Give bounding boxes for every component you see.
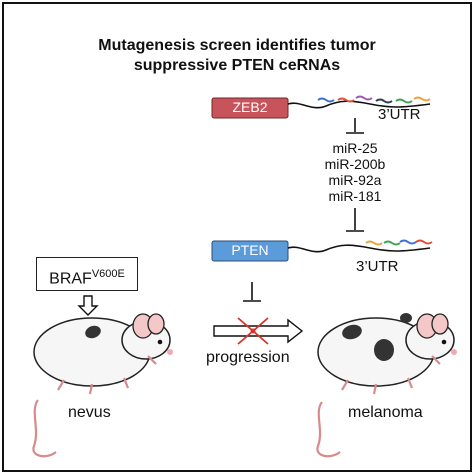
braf-down-arrow xyxy=(77,295,99,316)
graphical-abstract-title-line2: suppressive PTEN ceRNAs xyxy=(133,57,341,74)
zeb2-gene-box xyxy=(211,97,289,119)
zeb2-transcript-line xyxy=(287,100,431,109)
zeb2-gene-label: ZEB2 xyxy=(232,99,268,115)
progression-label: progression xyxy=(206,349,290,366)
zeb2-bound-mirnas xyxy=(317,95,431,104)
mirna-inhibits-pten-arrow xyxy=(346,208,364,232)
melanoma-mouse-icon xyxy=(316,313,457,458)
mirna-2-label: miR-92a xyxy=(328,172,382,188)
nevus-mouse-icon xyxy=(32,313,173,458)
pten-inhibits-progression-arrow xyxy=(243,282,261,302)
blocked-center-dot xyxy=(250,328,256,334)
progression-arrow xyxy=(213,318,304,344)
pten-transcript-line xyxy=(287,244,431,253)
braf-gene-label: BRAF xyxy=(49,270,92,288)
graphical-abstract-title-line1: Mutagenesis screen identifies tumor xyxy=(98,37,376,54)
melanoma-label: melanoma xyxy=(348,404,423,421)
pten-gene-label: PTEN xyxy=(231,242,269,258)
nevus-label: nevus xyxy=(68,404,111,421)
braf-mutation-box: BRAFV600E xyxy=(36,257,138,291)
braf-mutation-label: V600E xyxy=(91,268,125,280)
zeb2-utr-label: 3’UTR xyxy=(378,106,421,123)
pten-bound-mirnas xyxy=(365,239,433,246)
zeb2-inhibits-mirna-arrow xyxy=(346,118,364,134)
mirna-1-label: miR-200b xyxy=(324,156,386,172)
mirna-3-label: miR-181 xyxy=(328,188,382,204)
pten-utr-label: 3’UTR xyxy=(356,258,399,275)
pten-gene-box xyxy=(211,240,289,262)
mirna-0-label: miR-25 xyxy=(332,140,378,156)
